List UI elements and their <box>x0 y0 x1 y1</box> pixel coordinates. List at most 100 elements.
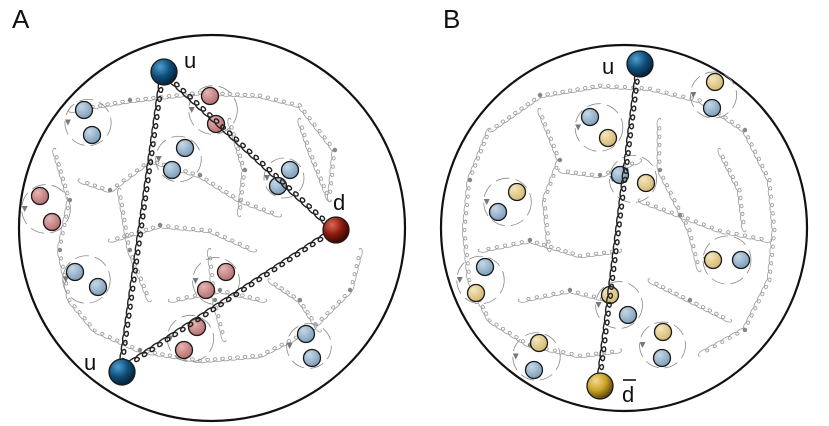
sea-gluon <box>687 227 702 273</box>
sea-pair-loop <box>574 103 624 152</box>
valence-gluon <box>118 68 166 374</box>
sea-gluon <box>656 117 662 173</box>
sea-gluon <box>462 177 472 233</box>
sea-gluon <box>227 117 247 173</box>
gluon-vertex <box>197 172 203 178</box>
sea-gluon <box>92 328 143 353</box>
sea-quark <box>703 250 723 270</box>
sea-pair-loop <box>483 177 532 227</box>
sea-quark <box>200 86 220 106</box>
sea-gluon <box>488 93 543 133</box>
sea-quark <box>175 138 195 158</box>
sea-gluon <box>717 148 742 193</box>
sea-gluon <box>477 238 533 253</box>
sea-gluon <box>257 93 303 108</box>
sea-field-b <box>456 71 777 381</box>
gluon-vertex <box>567 287 573 293</box>
sea-quark <box>296 324 316 344</box>
sea-gluon <box>57 247 72 303</box>
quark-label-d: d <box>333 190 345 215</box>
sea-gluon <box>327 147 337 203</box>
sea-quark <box>705 72 725 92</box>
proton-boundary-circle <box>17 33 407 423</box>
sea-antiquark <box>652 348 672 368</box>
sea-pair-arrow <box>483 199 490 205</box>
sea-gluon <box>537 107 562 163</box>
sea-gluon <box>207 228 258 253</box>
sea-gluon <box>487 318 532 348</box>
sea-pair-arrow <box>21 206 28 212</box>
pion-boundary-circle <box>439 43 809 413</box>
sea-antiquark <box>82 125 102 145</box>
sea-quark <box>507 182 527 202</box>
sea-gluon <box>687 298 732 323</box>
sea-gluon <box>267 278 303 303</box>
gluon-vertex <box>57 247 63 253</box>
gluon-vertex <box>137 347 143 353</box>
sea-gluon <box>647 278 692 303</box>
sea-pair-loop <box>21 184 71 234</box>
gluon-vertex <box>332 147 338 153</box>
up-quark <box>626 50 654 78</box>
sea-pair-loop <box>608 154 658 204</box>
sea-pair-loop <box>286 323 332 369</box>
sea-pair-loop <box>62 255 111 304</box>
gluon-vertex <box>742 127 748 133</box>
sea-gluon <box>237 167 247 218</box>
sea-pair-arrow <box>286 343 293 349</box>
sea-antiquark <box>174 340 194 360</box>
sea-pair-arrow <box>639 342 646 348</box>
gluon-vertex <box>212 297 218 303</box>
panel-label-a: A <box>12 4 30 34</box>
gluon-vertex <box>127 97 133 103</box>
gluon-vertex <box>242 167 248 173</box>
sea-gluon <box>736 187 747 233</box>
sea-gluon <box>567 288 613 303</box>
valence-gluons-a <box>118 68 339 374</box>
sea-pair-loop <box>155 135 202 183</box>
sea-gluon <box>297 117 312 153</box>
sea-pair-arrow <box>575 124 582 131</box>
sea-gluon <box>767 227 777 283</box>
sea-pair-loop <box>263 157 305 199</box>
sea-pair-loop <box>690 71 737 119</box>
sea-gluon <box>108 158 153 193</box>
panel-label-b: B <box>443 4 460 34</box>
sea-gluon <box>462 227 472 283</box>
sea-pair-loop <box>639 321 686 369</box>
sea-gluon <box>67 298 97 333</box>
sea-pair-arrow <box>512 353 519 360</box>
quark-label-u-bottom: u <box>84 350 96 375</box>
gluon-vertex <box>107 187 113 193</box>
gluon-vertex <box>297 297 303 303</box>
sea-gluon <box>717 228 773 243</box>
sea-gluon <box>117 187 132 253</box>
sea-antiquark <box>702 98 722 118</box>
sea-antiquark <box>88 277 108 297</box>
gluon-vertex <box>537 92 543 98</box>
sea-gluon <box>542 157 562 202</box>
sea-quark <box>216 262 236 282</box>
gluon-vertex <box>347 287 353 293</box>
valence-gluon <box>118 226 339 373</box>
sea-pair-arrow <box>690 92 697 98</box>
sea-gluon <box>307 147 332 203</box>
sea-pair-loop <box>456 255 505 305</box>
sea-gluon <box>742 127 772 183</box>
gluon-vertex <box>217 287 223 293</box>
sea-pair-loop <box>64 98 112 147</box>
sea-gluon <box>517 288 573 303</box>
sea-pair-arrow <box>62 276 69 283</box>
sea-gluon <box>212 297 227 343</box>
sea-gluon <box>537 83 603 98</box>
gluon-vertex <box>527 237 533 243</box>
sea-gluon <box>348 247 363 293</box>
sea-pair-arrow <box>188 107 195 113</box>
quark-label-u: u <box>602 54 614 79</box>
gluon-vertex <box>657 167 663 173</box>
sea-gluon <box>107 223 163 243</box>
sea-antiquark <box>618 305 638 325</box>
sea-pair-arrow <box>155 156 162 162</box>
gluon-vertex <box>677 212 683 218</box>
